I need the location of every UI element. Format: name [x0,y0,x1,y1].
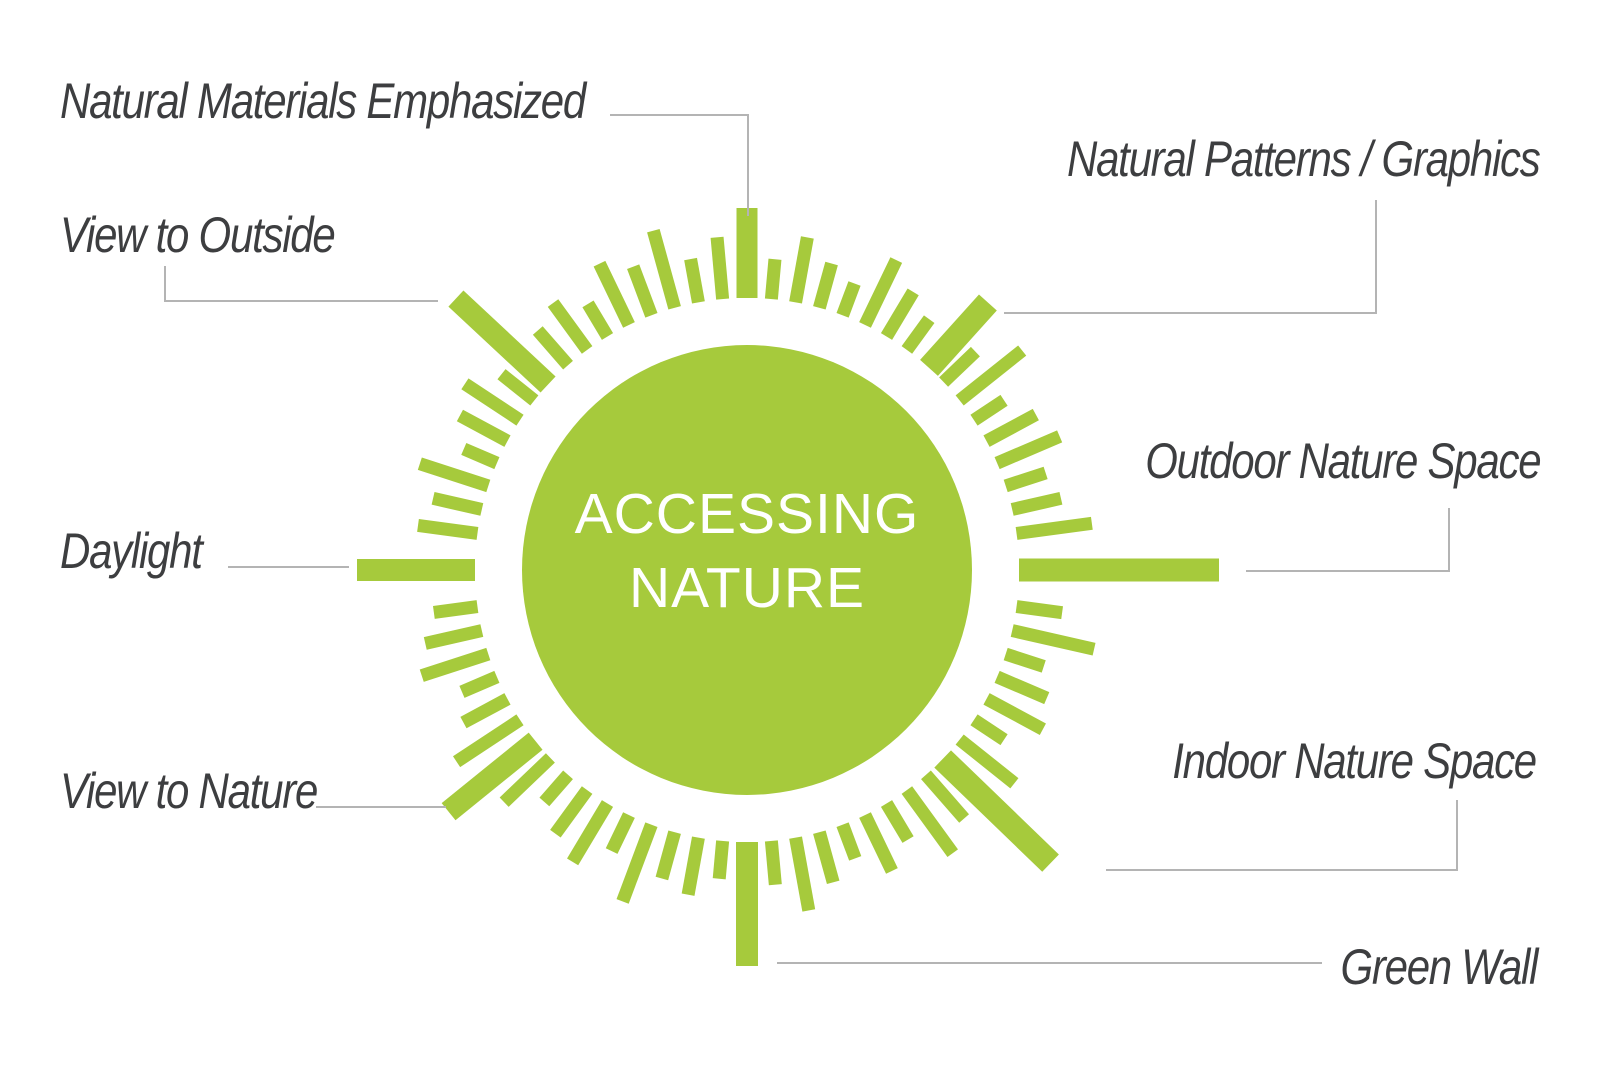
ring-tick [921,770,970,823]
ring-tick [681,836,705,896]
label-green-wall: Green Wall [1340,939,1538,995]
ring-tick [1015,600,1063,620]
connector-lines [164,114,1458,964]
label-natural-patterns-graphics: Natural Patterns / Graphics [1067,131,1541,187]
ring-tick [627,264,658,318]
spoke-view-to-outside [448,290,556,393]
ring-tick [550,786,593,838]
spoke-green-wall [736,842,758,966]
ring-tick [813,830,840,885]
connector-indoor-nature-space [1106,800,1458,871]
ring-tick [970,714,1008,746]
label-indoor-nature-space: Indoor Nature Space [1172,733,1537,789]
ring-tick [647,228,681,310]
hub-title-line1: ACCESSING [575,482,920,546]
ring-tick [459,670,500,698]
connector-natural-patterns-graphics [1004,200,1377,314]
ring-tick [901,786,958,857]
ring-tick [710,236,730,300]
ring-tick [539,770,573,807]
ring-tick [452,714,524,768]
ring-tick [859,812,898,874]
ring-tick [789,236,814,304]
ring-tick [712,840,730,880]
ring-tick [994,430,1063,470]
ring-tick [955,345,1027,406]
ring-tick [983,693,1046,735]
ring-tick [432,600,479,619]
ring-tick [859,257,903,328]
label-view-to-outside: View to Outside [60,207,336,263]
connector-view-to-outside [164,266,438,302]
spokes [357,208,1219,966]
ring-tick [970,394,1008,426]
ring-tick [955,734,1019,789]
ring-tick [1010,624,1096,656]
spoke-indoor-nature-space [934,750,1059,872]
ring-tick [836,281,861,318]
ring-tick [836,822,862,861]
ring-tick [423,624,484,650]
ring-tick [764,840,782,886]
spoke-natural-patterns-graphics [920,294,997,376]
ring-tick [939,346,980,387]
ring-tick [461,378,524,426]
hub-title-line2: NATURE [629,556,865,620]
spoke-view-to-nature [441,732,543,821]
connector-outdoor-nature-space [1246,508,1450,572]
spoke-daylight [357,559,475,581]
label-outdoor-nature-space: Outdoor Nature Space [1144,433,1541,489]
ring-tick [419,647,491,682]
ring-tick [547,299,593,354]
label-view-to-nature: View to Nature [60,763,318,819]
ring-tick [605,812,635,854]
ring-tick [456,409,511,447]
ring-tick [593,260,635,328]
ring-tick [567,800,614,866]
spoke-outdoor-nature-space [1019,558,1219,582]
ring-tick [532,326,573,370]
ring-tick [582,300,614,340]
ring-tick [417,457,491,493]
ring-tick [461,442,500,470]
ring-tick [497,369,539,406]
ring-tick [789,836,816,912]
ring-tick [880,288,919,340]
ring-tick [983,408,1039,447]
ring-tick [1010,492,1063,516]
hub-circle [522,345,972,795]
ring-tick [764,258,782,300]
ring-tick [1003,466,1048,493]
spoke-natural-materials-emphasized [736,208,758,298]
ring-tick [431,492,484,516]
ring-tick [684,257,705,304]
label-natural-materials-emphasized: Natural Materials Emphasized [60,73,586,129]
ring-tick [655,830,681,881]
ring-tick [616,822,658,904]
tick-marks [417,228,1096,912]
ring-tick [417,518,479,540]
ring-tick [880,800,914,843]
label-daylight: Daylight [60,523,203,579]
ring-tick [1015,516,1093,540]
ring-tick [1003,647,1046,673]
ring-tick [499,753,555,807]
connector-natural-materials-emphasized [610,114,749,216]
ring-tick [994,670,1050,705]
ring-tick [460,693,511,729]
ring-tick [813,261,838,310]
ring-tick [901,315,935,354]
